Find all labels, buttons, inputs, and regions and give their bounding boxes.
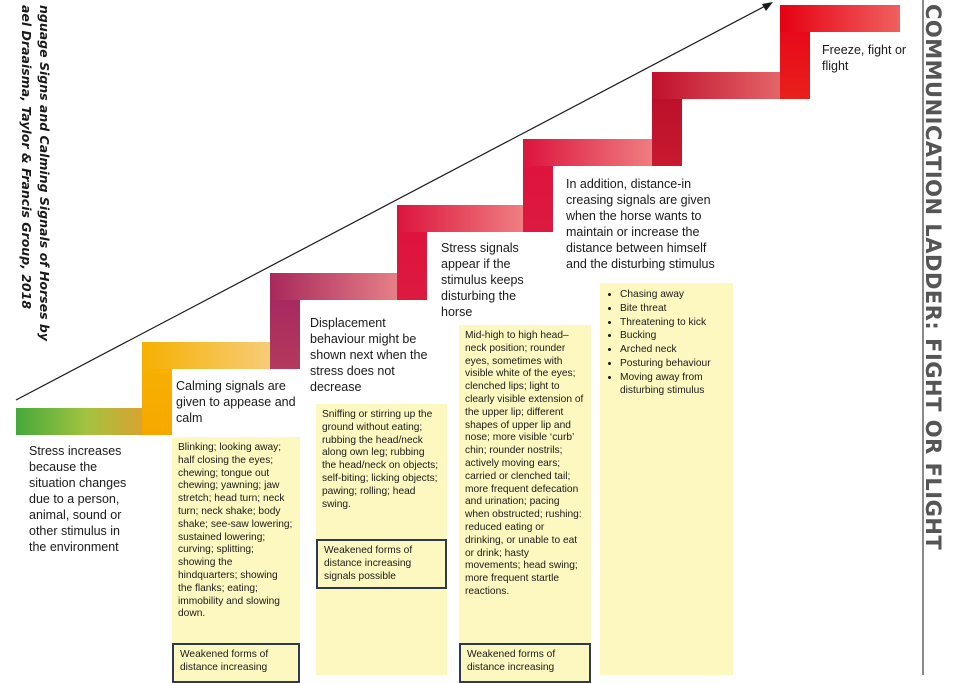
escalation-arrow-line — [15, 3, 770, 401]
step-1-label: Stress increases because the situation c… — [29, 444, 127, 554]
distance-signals-box: Chasing away Bite threat Threatening to … — [600, 283, 733, 675]
stress-signals-details: Mid-high to high head–neck position; rou… — [465, 330, 584, 597]
step-4-tread — [397, 205, 537, 232]
step-2-label: Calming signals are given to appease and… — [176, 379, 296, 425]
list-item: Posturing behaviour — [620, 358, 727, 371]
list-item: Moving away from disturbing stimulus — [620, 372, 727, 398]
stress-signals-box: Mid-high to high head–neck position; rou… — [459, 325, 591, 675]
step-5-label: In addition, distance-in creasing signal… — [566, 177, 715, 271]
calming-weakened-box: Weakened forms of distance increasing — [172, 643, 300, 683]
stress-weakened-box: Weakened forms of distance increasing — [459, 643, 591, 683]
list-item: Arched neck — [620, 344, 727, 357]
step-2-tread — [142, 342, 287, 369]
citation-line-2: ael Draaisma, Taylor & Francis Group, 20… — [19, 5, 34, 310]
list-item: Bite threat — [620, 303, 727, 316]
side-title: COMMUNICATION LADDER: FIGHT OR FLIGHT — [921, 4, 945, 551]
divider-line — [922, 0, 924, 675]
list-item: Bucking — [620, 330, 727, 343]
step-4-label: Stress signals appear if the stimulus ke… — [441, 241, 524, 319]
list-item: Chasing away — [620, 289, 727, 302]
step-3-label: Displacement behaviour might be shown ne… — [310, 316, 428, 394]
list-item: Threatening to kick — [620, 317, 727, 330]
step-1 — [16, 408, 158, 435]
step-5-tread — [523, 139, 668, 166]
escalation-arrow-head — [762, 2, 773, 11]
step-3-tread — [270, 273, 412, 300]
displacement-details: Sniffing or stirring up the ground witho… — [322, 409, 439, 510]
calming-signals-details: Blinking; looking away; half closing the… — [178, 442, 293, 620]
step-7-tread — [780, 5, 900, 32]
step-6-label: Freeze, fight or flight — [822, 43, 907, 73]
citation-line-1: nguage Signs and Calming Signals of Hors… — [37, 5, 52, 341]
distance-signals-list: Chasing away Bite threat Threatening to … — [606, 289, 727, 397]
calming-signals-box: Blinking; looking away; half closing the… — [172, 437, 300, 675]
step-6-tread — [652, 72, 797, 99]
displacement-weakened-box: Weakened forms of distance increasing si… — [316, 539, 447, 589]
